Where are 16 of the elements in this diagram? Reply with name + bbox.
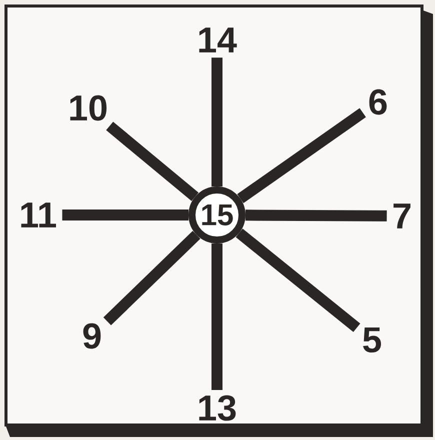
number-label: 14 (199, 28, 237, 52)
number-label: 13 (199, 395, 236, 421)
spoke-line (62, 210, 188, 220)
spoke-line (237, 108, 366, 204)
number-label: 10 (70, 95, 107, 121)
spoke-line (106, 122, 199, 202)
number-label: 11 (21, 202, 56, 228)
number-label: 5 (363, 327, 381, 353)
spoke-line (212, 58, 222, 186)
number-label: 7 (394, 204, 410, 228)
number-label: 6 (369, 89, 387, 115)
spoke-line (245, 210, 387, 222)
spoke-line (103, 230, 200, 326)
spoke-line (236, 228, 360, 332)
number-label: 9 (83, 323, 101, 349)
spoke-line (212, 244, 222, 390)
